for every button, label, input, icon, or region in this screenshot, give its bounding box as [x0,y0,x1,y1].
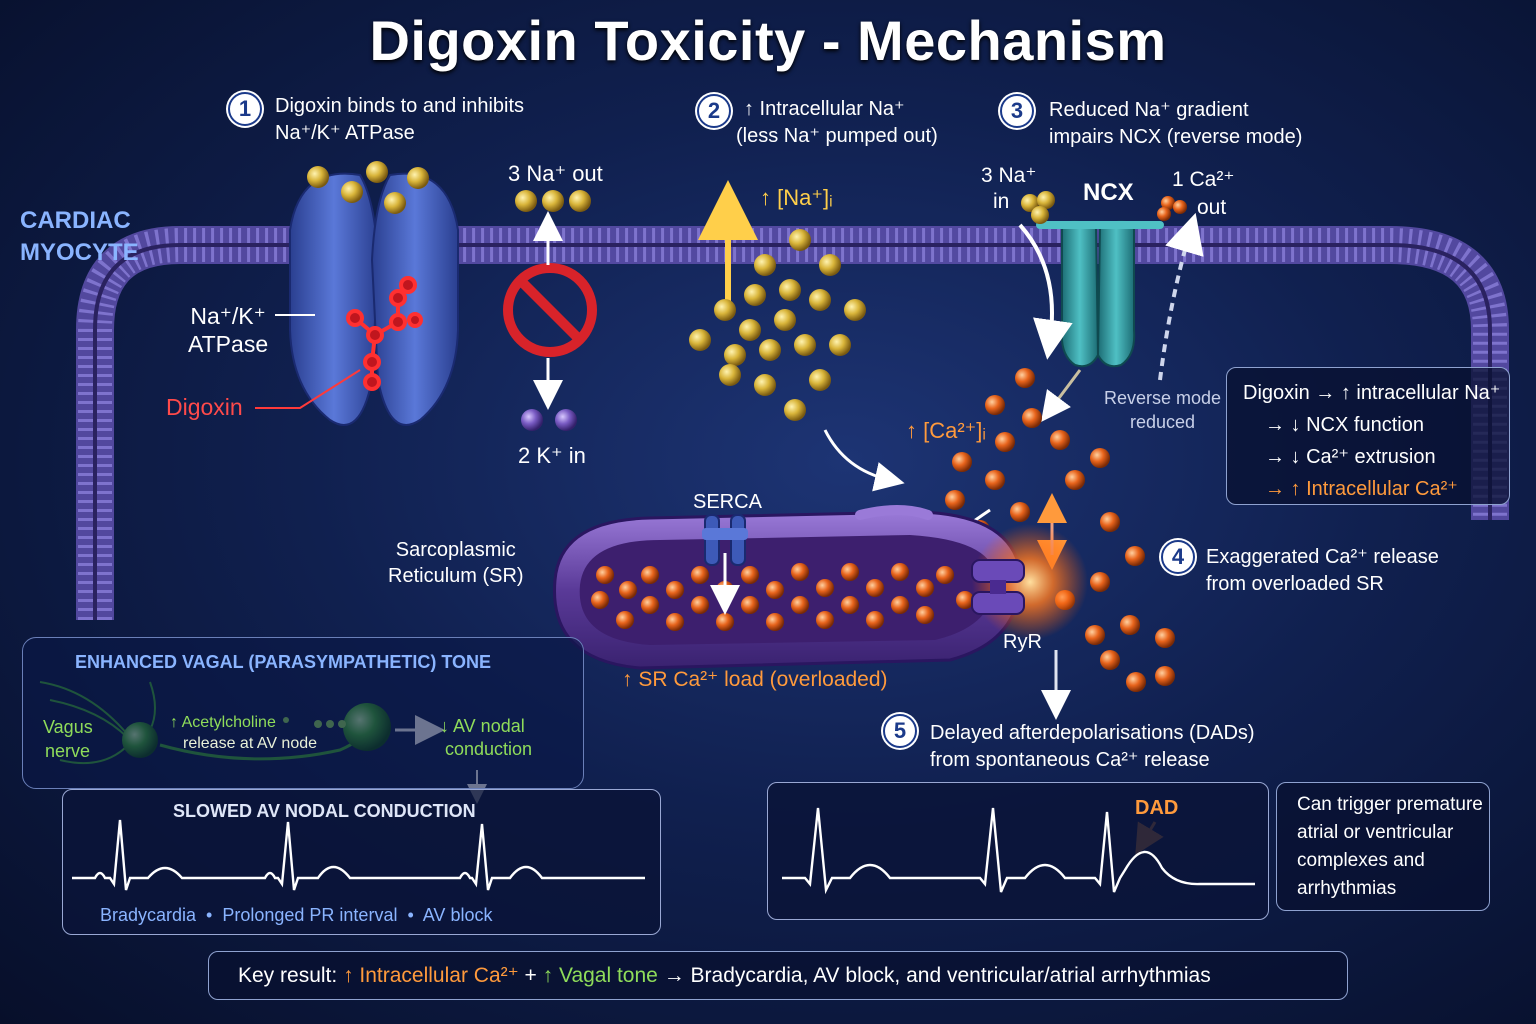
na-ions-out [515,190,591,212]
step-1-badge: 1 [228,92,262,126]
vagus-nerve-label: Vagus nerve [43,717,93,761]
ncx-na-ions [1021,191,1055,224]
vagal-title: ENHANCED VAGAL (PARASYMPATHETIC) TONE [75,652,492,672]
trigger-box [1276,782,1490,911]
reverse-mode-note: Reverse mode reduced [1104,388,1222,432]
sr-load-label: ↑ SR Ca²⁺ load (overloaded) [622,668,888,691]
ncx-ca-out-label: 1 Ca²⁺ out [1172,168,1235,219]
step-3-text: Reduced Na⁺ gradient impairs NCX (revers… [1049,99,1303,148]
step-2-badge: 2 [697,94,731,128]
av-ecg-trace [72,819,645,891]
dad-ecg-trace [782,807,1255,895]
step-5-text: Delayed afterdepolarisations (DADs) from… [930,722,1255,771]
acetylcholine-label: ↑ Acetylcholine release at AV node [170,714,318,752]
na-level-label: ↑ [Na⁺]ᵢ [760,185,833,210]
ncx-ca-ions [1157,196,1187,221]
summary-box [1226,367,1510,505]
av-ecg-caption: Bradycardia • Prolonged PR interval • AV… [100,905,493,925]
step-3-badge: 3 [1000,94,1034,128]
ca-level-label: ↑ [Ca²⁺]ᵢ [906,418,986,443]
av-ecg-title: SLOWED AV NODAL CONDUCTION [173,801,476,821]
trigger-text: Can trigger premature atrial or ventricu… [1297,794,1483,899]
serca-label: SERCA [693,491,762,513]
step-5-badge: 5 [883,714,917,748]
cell-label: CARDIAC MYOCYTE [20,207,139,266]
digoxin-label: Digoxin [166,394,243,420]
ncx-label: NCX [1083,179,1134,206]
ryr-label: RyR [1003,631,1042,653]
sr-label: Sarcoplasmic Reticulum (SR) [388,539,524,587]
na-ions-extracellular [307,161,429,214]
inhibited-icon [503,263,597,357]
dad-label: DAD [1135,797,1179,819]
serca-pump [702,514,748,566]
k-in-label: 2 K⁺ in [518,443,586,468]
ncx-na-in-label: 3 Na⁺ in [981,164,1037,213]
step-1-text: Digoxin binds to and inhibits Na⁺/K⁺ ATP… [275,95,525,144]
digoxin-label-line [255,369,361,409]
av-ecg-panel [62,789,661,935]
summary-text: Digoxin → ↑ intracellular Na⁺ → ↓ NCX fu… [1243,382,1501,500]
key-result-text: Key result: ↑ Intracellular Ca²⁺ + ↑ Vag… [238,964,1211,987]
step-2-text: ↑ Intracellular Na⁺ (less Na⁺ pumped out… [736,98,938,147]
na-out-label: 3 Na⁺ out [508,161,603,186]
page-title: Digoxin Toxicity - Mechanism [369,9,1167,72]
digoxin-molecule [346,276,423,391]
vagal-tone-panel [22,637,584,789]
key-result-box [208,951,1348,1000]
step-4-badge: 4 [1161,540,1195,574]
na-k-atpase-pump [289,172,459,426]
av-conduction-effect: ↓ AV nodal conduction [440,716,533,759]
pump-label: Na⁺/K⁺ ATPase [188,303,269,357]
na-ions-intracellular [689,229,866,421]
step-4-text: Exaggerated Ca²⁺ release from overloaded… [1206,546,1439,595]
dad-ecg-panel [767,782,1269,920]
ryr-channel [971,559,1025,615]
k-ions-in [521,409,577,431]
